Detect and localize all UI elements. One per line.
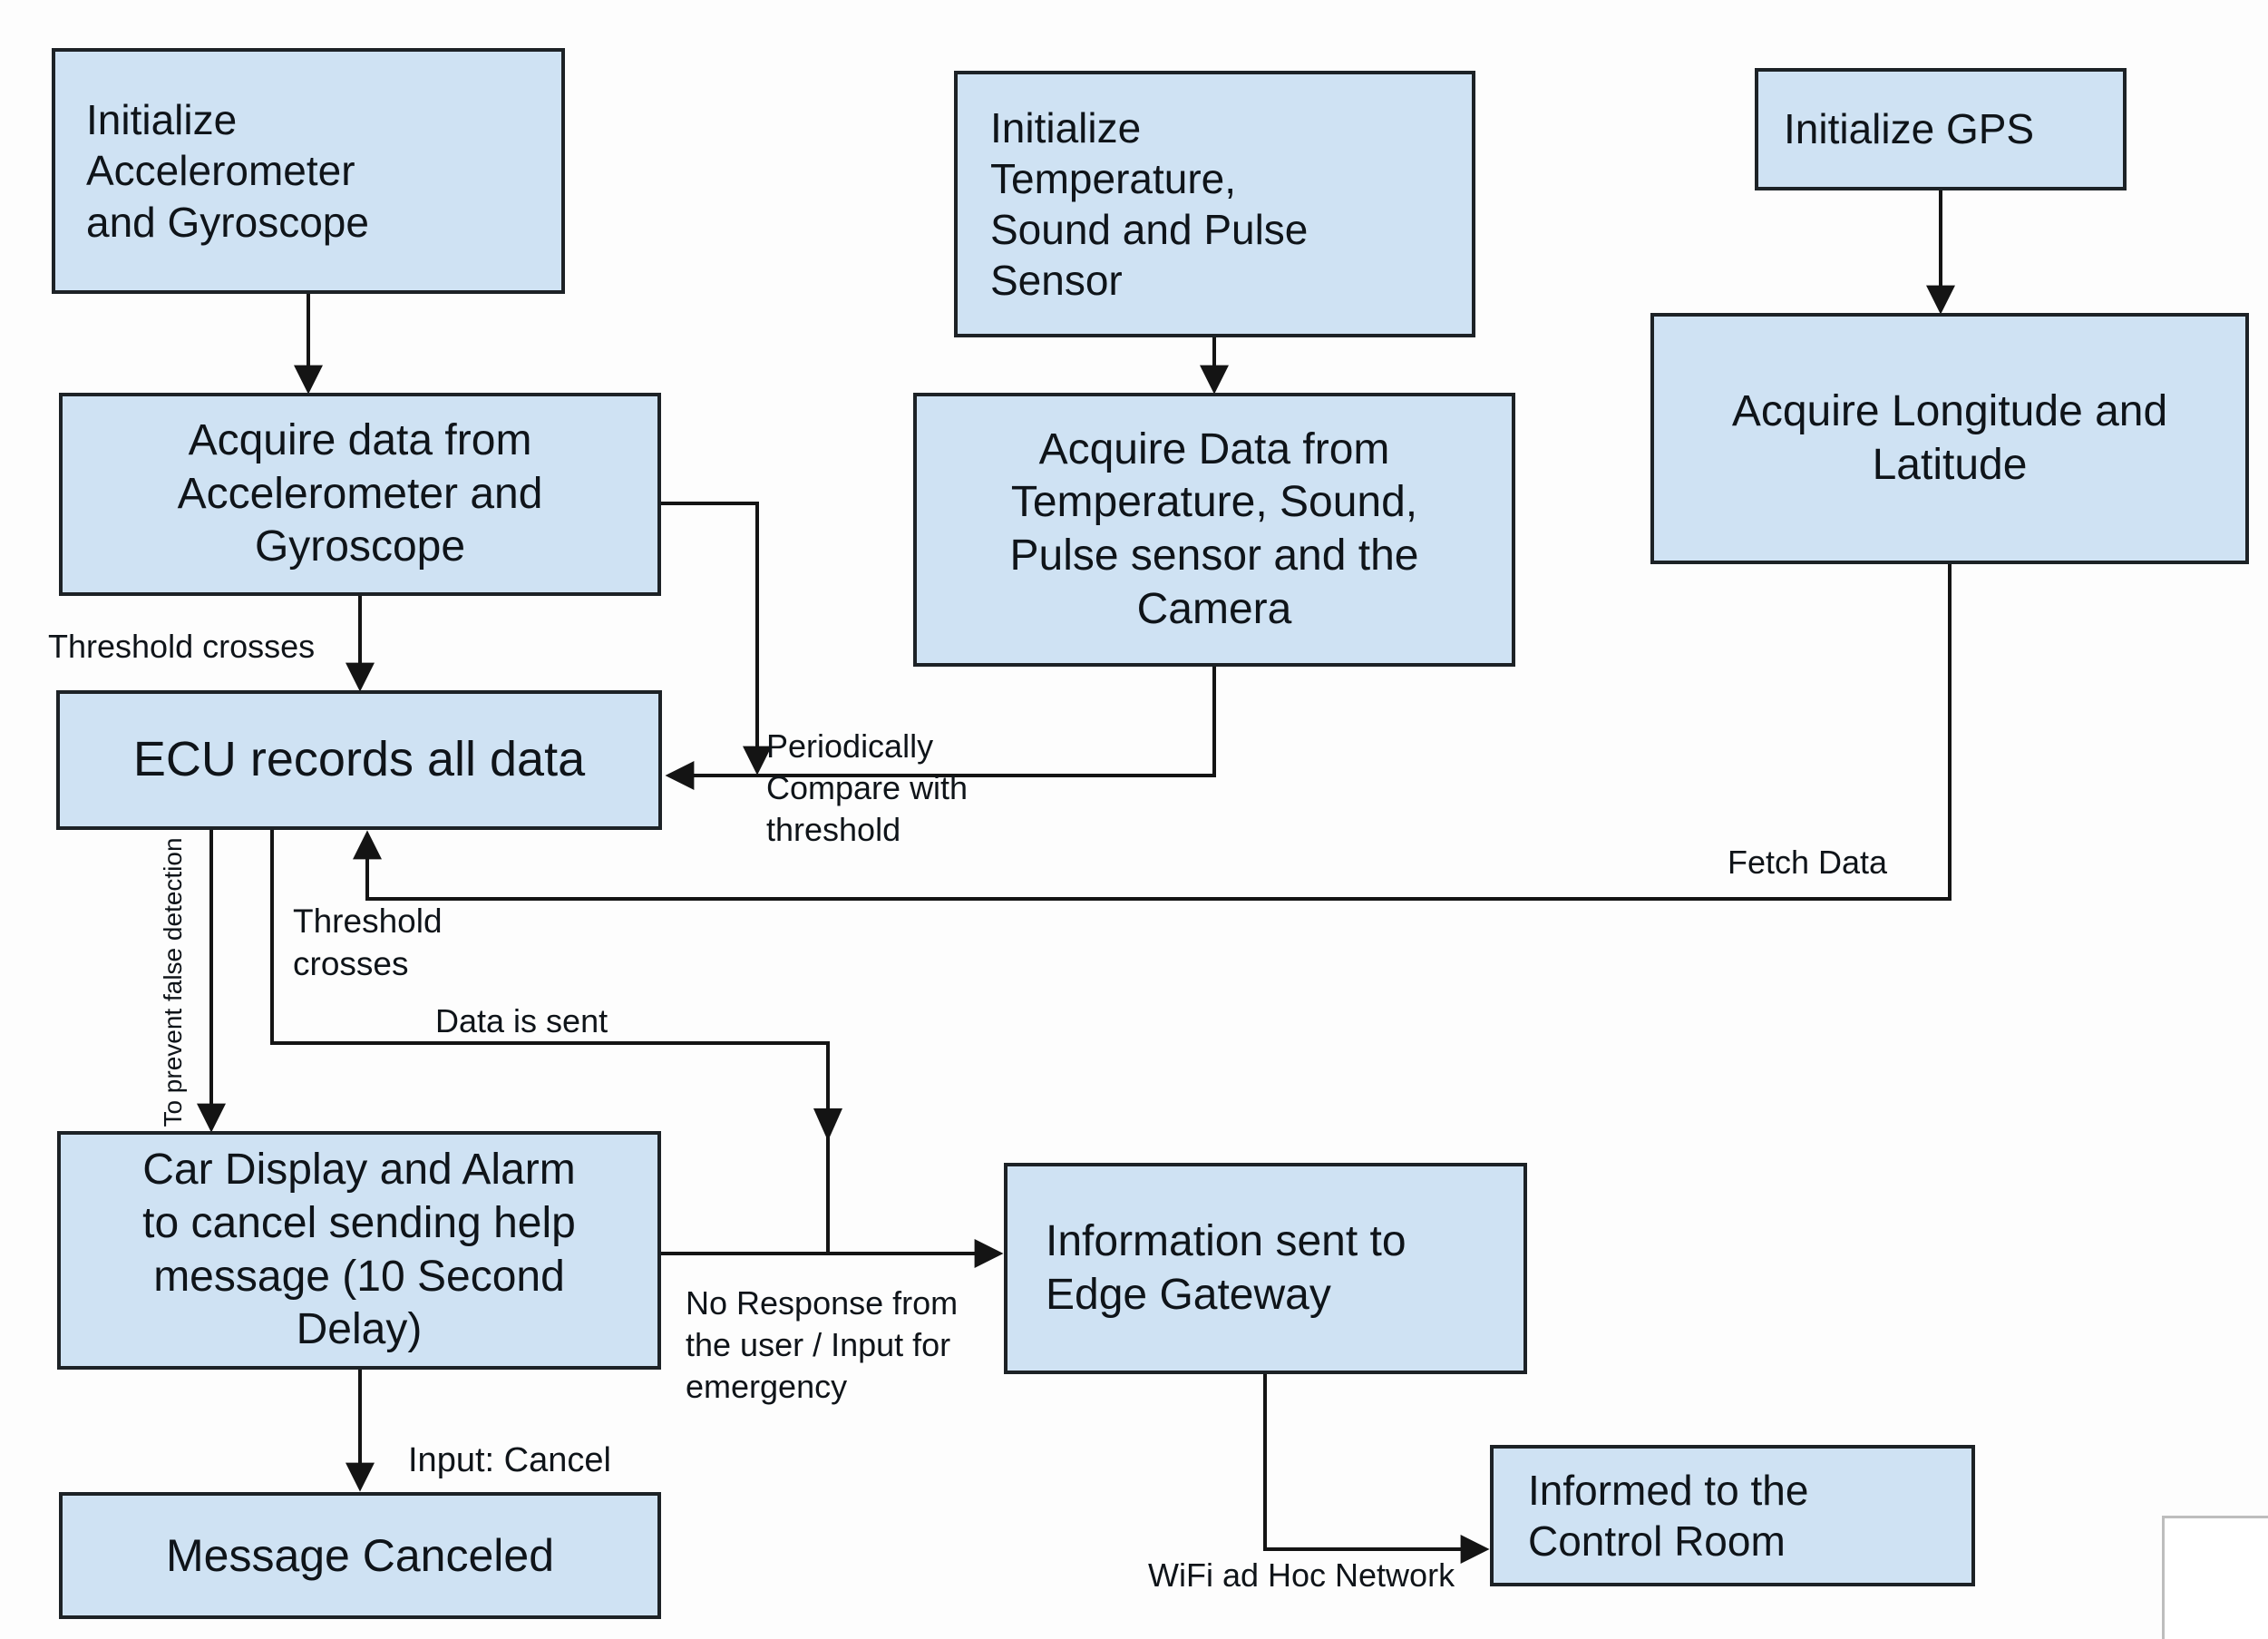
node-label: Initialize GPS [1784, 105, 2035, 153]
edge-label-data-is-sent: Data is sent [435, 1002, 608, 1039]
node-init-accel-gyro: Initialize Accelerometer and Gyroscope [52, 48, 565, 294]
edge-label-to-prevent-false-detection: To prevent false detection [159, 837, 188, 1127]
edge-label-wifi-ad-hoc: WiFi ad Hoc Network [1148, 1556, 1455, 1594]
node-label: Acquire Data from Temperature, Sound, Pu… [1009, 424, 1419, 633]
connector-data-is-sent [270, 830, 830, 1254]
edge-label-input-cancel: Input: Cancel [408, 1441, 611, 1479]
node-car-display-alarm: Car Display and Alarm to cancel sending … [57, 1131, 661, 1370]
arrow-gateway-to-control-room [1263, 1374, 1490, 1564]
node-label: Initialize Temperature, Sound and Pulse … [990, 103, 1309, 305]
corner-partial-box [2162, 1516, 2268, 1639]
node-label: Information sent to Edge Gateway [1046, 1216, 1407, 1319]
node-acquire-long-lat: Acquire Longitude and Latitude [1650, 313, 2249, 564]
node-info-edge-gateway: Information sent to Edge Gateway [1004, 1163, 1527, 1374]
node-message-canceled: Message Canceled [59, 1492, 661, 1619]
arrow-acquire-elbow-down [661, 502, 772, 776]
edge-label-no-response: No Response from the user / Input for em… [686, 1284, 959, 1406]
arrowhead-data-is-sent [813, 1108, 842, 1141]
arrow-compare-into-ecu [665, 667, 1216, 790]
node-label: Informed to the Control Room [1528, 1466, 1809, 1565]
node-acquire-accel-gyro: Acquire data from Accelerometer and Gyro… [59, 393, 661, 596]
node-init-gps: Initialize GPS [1755, 68, 2127, 190]
edge-label-fetch-data: Fetch Data [1728, 844, 1888, 881]
node-label: Acquire data from Accelerometer and Gyro… [177, 416, 543, 571]
node-label: Initialize Accelerometer and Gyroscope [86, 96, 369, 246]
node-label: ECU records all data [132, 732, 586, 787]
node-ecu-records: ECU records all data [56, 690, 662, 830]
edge-label-threshold-crosses-left: Threshold crosses [293, 902, 443, 983]
arrow-fetch-data-into-ecu [353, 564, 1952, 901]
node-label: Message Canceled [165, 1529, 555, 1581]
node-init-temp-sound-pulse: Initialize Temperature, Sound and Pulse … [954, 71, 1475, 337]
node-label: Car Display and Alarm to cancel sending … [142, 1146, 576, 1354]
node-informed-control-room: Informed to the Control Room [1490, 1445, 1975, 1586]
node-label: Acquire Longitude and Latitude [1731, 386, 2168, 489]
node-acquire-temp-sound-pulse: Acquire Data from Temperature, Sound, Pu… [913, 393, 1515, 667]
edge-label-periodically-compare: Periodically Compare with threshold [766, 727, 969, 849]
edge-label-threshold-crosses-top: Threshold crosses [48, 628, 316, 665]
